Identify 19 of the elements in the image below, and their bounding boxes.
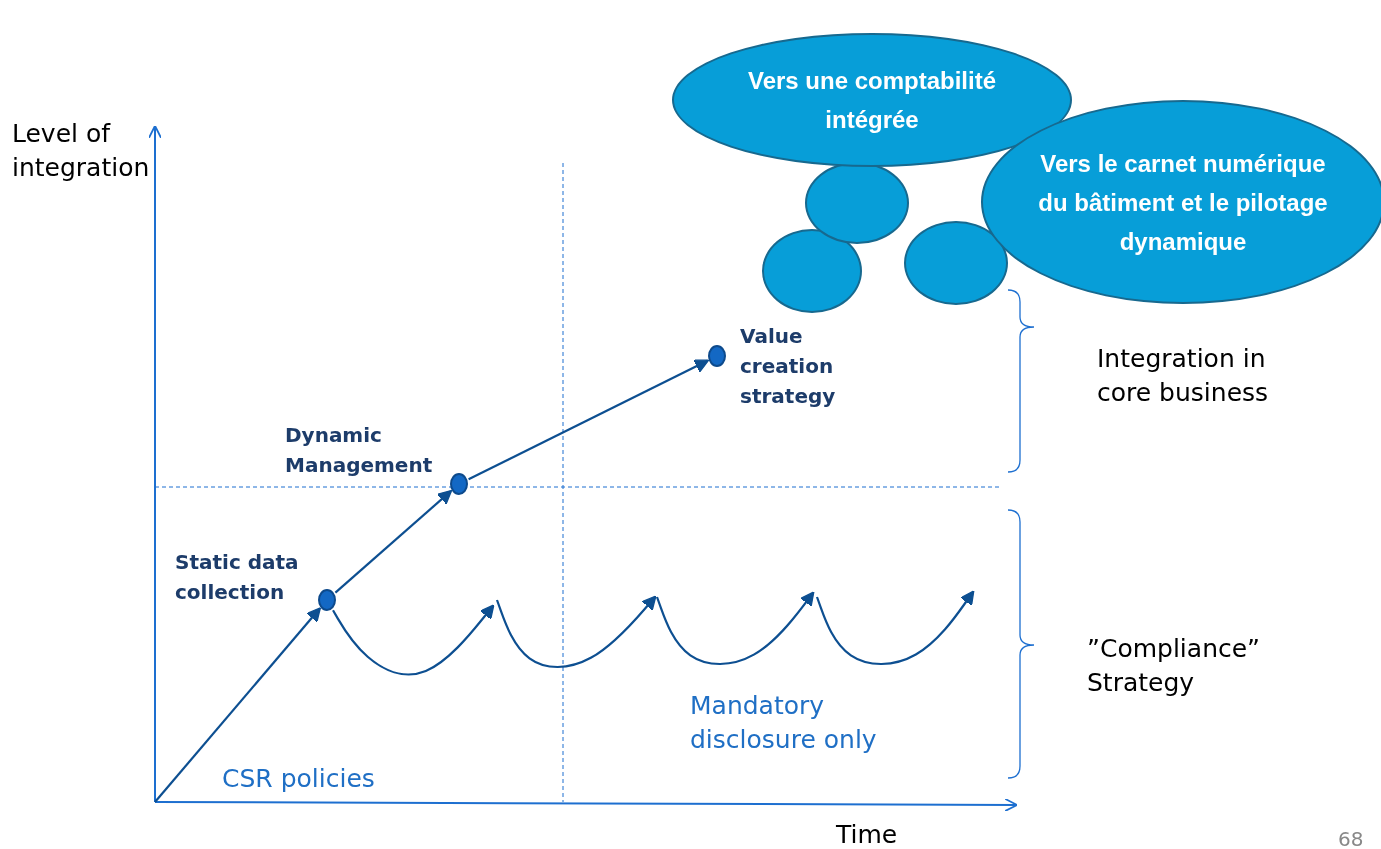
arrow [332,604,495,676]
milestone-label: Value creation strategy [740,323,837,410]
arrow [468,359,710,481]
bubble-text: Vers le carnet numérique du bâtiment et le pilotage dynamique [1037,148,1329,257]
bubble-text: Vers une comptabilité intégrée [746,66,998,135]
region-label: Mandatory disclosure only [690,690,878,756]
bracket-label: Integration in core business [1097,343,1270,409]
milestone-label: Dynamic Management [285,422,434,479]
milestone-dot [450,473,468,495]
milestone-dot [708,345,726,367]
bracket-label: ”Compliance” Strategy [1087,633,1262,699]
arrow [334,489,453,594]
milestone-dot [318,589,336,611]
axis-title: Level of integration [12,118,151,184]
axis-title: Time [836,819,899,849]
milestone-label: Static data collection [175,549,300,606]
page-number: 68 [1338,826,1365,849]
arrow [154,607,322,803]
axis-note: CSR policies [222,763,376,795]
